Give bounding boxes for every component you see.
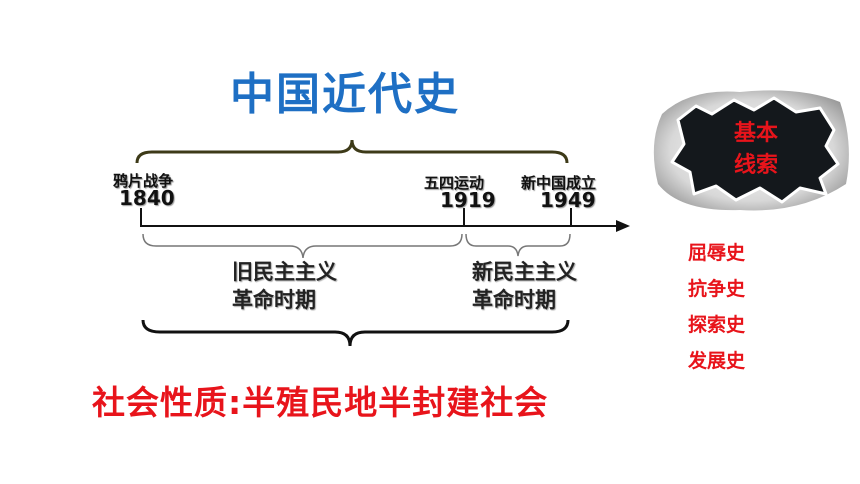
event-year-1919: 1919: [440, 188, 496, 212]
event-label-prc-founding: 新中国成立: [521, 174, 597, 192]
brace-old-democratic: [142, 233, 463, 259]
badge-label: 基本 线索: [716, 118, 796, 182]
event-year-1840: 1840: [119, 186, 175, 210]
top-brace: [135, 139, 569, 164]
badge-line2: 线索: [733, 153, 778, 178]
page-title: 中国近代史: [230, 69, 460, 120]
badge-line1: 基本: [733, 121, 778, 146]
theme-struggle: 抗争史: [688, 278, 746, 300]
event-label-opium-war: 鸦片战争: [113, 172, 174, 190]
torn-hole: [670, 96, 840, 204]
period-new-line1: 新民主主义: [472, 260, 577, 284]
event-year-1949: 1949: [540, 188, 596, 212]
timeline-arrow-head: [616, 220, 630, 232]
theme-development: 发展史: [688, 350, 746, 372]
period-old-line2: 革命时期: [232, 288, 316, 312]
theme-humiliation: 屈辱史: [688, 242, 746, 264]
society-nature: 社会性质:半殖民地半封建社会: [92, 383, 549, 422]
bottom-brace: [141, 319, 570, 347]
period-new-line2: 革命时期: [472, 288, 556, 312]
torn-paper-badge: [653, 90, 849, 211]
period-old-line1: 旧民主主义: [232, 260, 337, 284]
brace-new-democratic: [465, 233, 571, 257]
period-new-democratic: 新民主主义 革命时期: [472, 258, 577, 314]
event-label-may-fourth: 五四运动: [424, 174, 485, 192]
period-old-democratic: 旧民主主义 革命时期: [232, 258, 337, 314]
theme-exploration: 探索史: [688, 314, 746, 336]
